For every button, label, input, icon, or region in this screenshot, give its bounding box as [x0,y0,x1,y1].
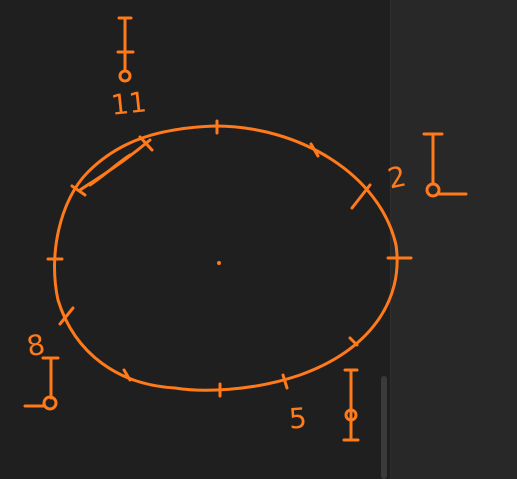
tick-7 [122,368,132,382]
scrollbar-thumb[interactable] [381,376,387,479]
tick-11 [138,135,154,152]
gauge-11-icon [116,16,135,83]
gauge-2-icon [422,132,468,198]
tick-10 [70,184,87,197]
tick-4 [348,336,359,347]
ink-scribble-2 [88,153,132,187]
gauge-5-icon [342,368,360,442]
side-panel [390,0,517,479]
label-5: 5 [287,401,308,436]
clock-circle [53,124,399,392]
gauge-8-icon [23,356,60,411]
tick-2 [350,183,372,210]
tick-5 [281,373,289,390]
tick-1 [309,142,320,158]
label-11: 11 [109,85,149,122]
center-dot-icon [217,261,221,265]
tick-8 [58,306,75,326]
drawing-canvas[interactable] [0,0,390,479]
